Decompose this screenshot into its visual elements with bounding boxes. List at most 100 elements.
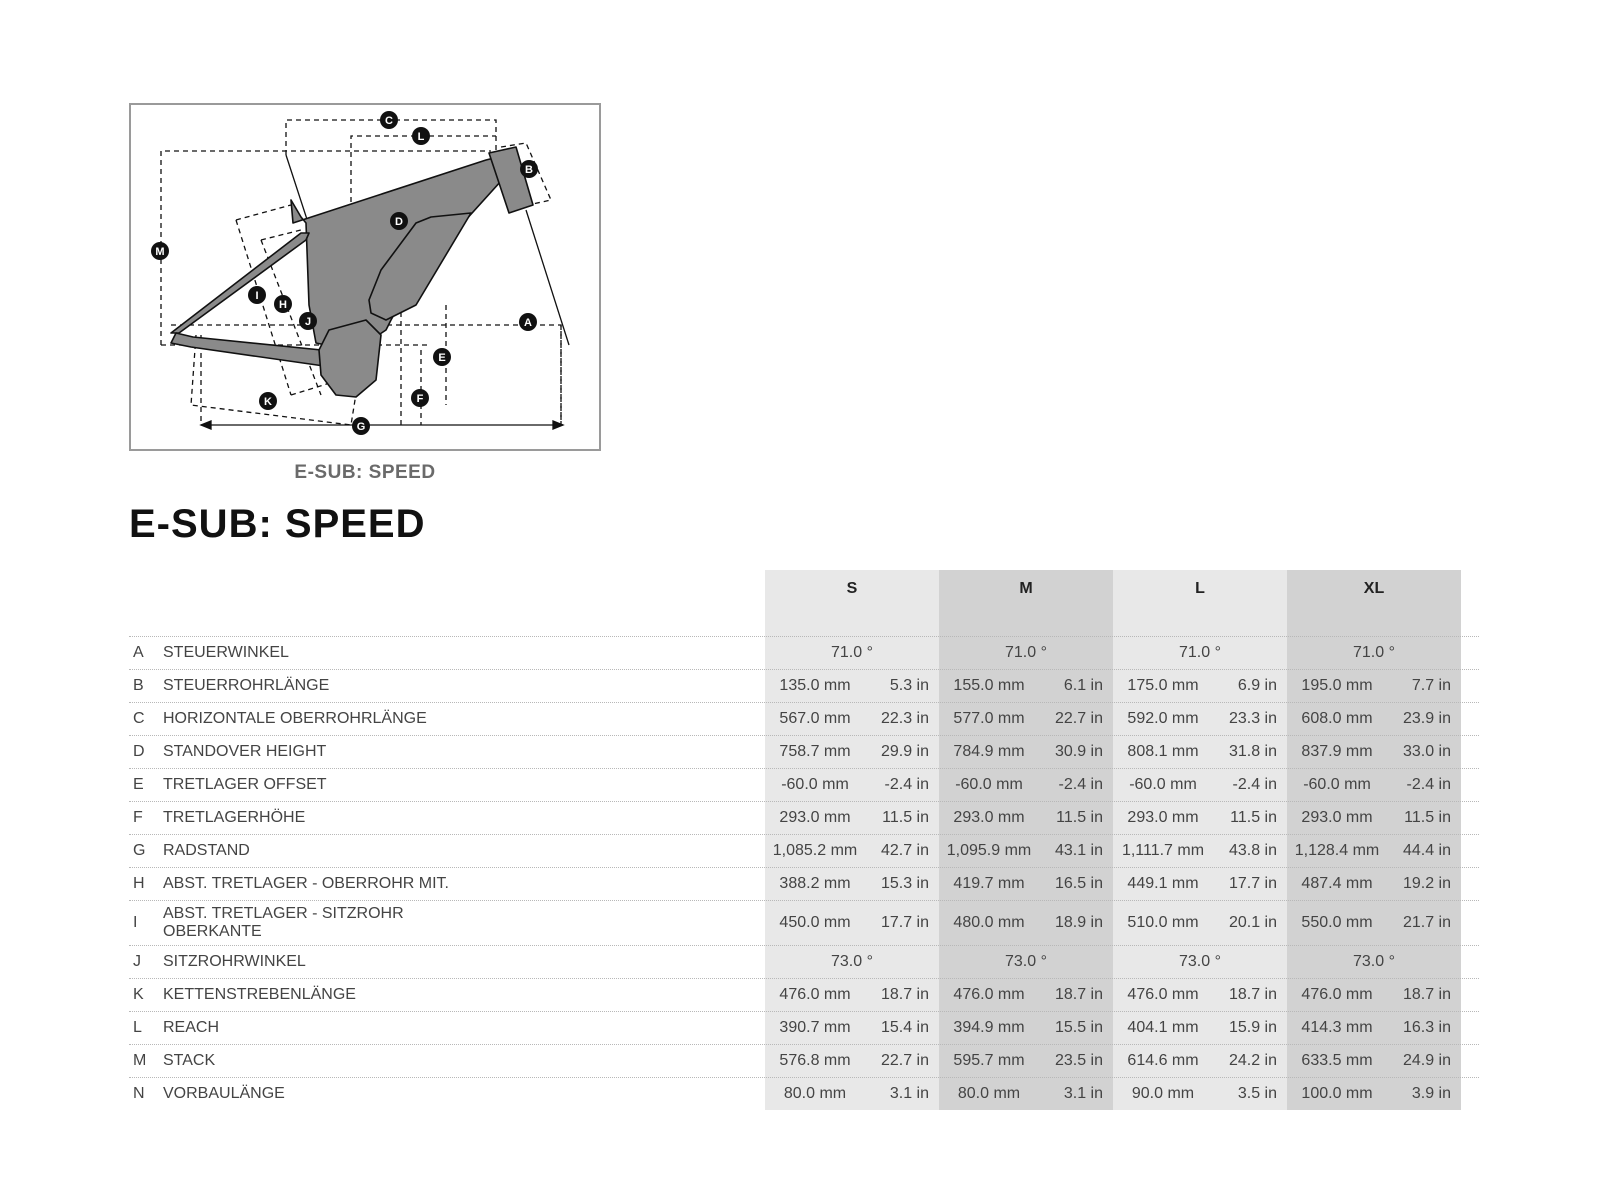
row-label: TRETLAGER OFFSET [163,776,327,793]
inch-value: 18.7 in [1228,986,1277,1003]
mm-value: 80.0 mm [957,1085,1021,1102]
table-cell: 73.0 ° [1113,946,1287,978]
table-cell: 71.0 ° [1287,637,1461,669]
row-label: ABST. TRETLAGER - OBERROHR MIT. [163,875,449,892]
table-cell: 195.0 mm 7.7 in [1287,670,1461,702]
size-header-s: S [846,580,858,597]
row-letter: H [133,875,145,892]
row-label: STACK [163,1052,216,1069]
inch-value: 5.3 in [889,677,929,694]
row-label: STANDOVER HEIGHT [163,743,327,760]
table-cell: 71.0 ° [1113,637,1287,669]
mm-value: 293.0 mm [1301,809,1373,826]
table-cell: 567.0 mm 22.3 in [765,703,939,735]
mm-value: 394.9 mm [953,1019,1025,1036]
inch-value: 18.7 in [880,986,929,1003]
inch-value: -2.4 in [1406,776,1451,793]
mm-value: 550.0 mm [1301,914,1373,931]
table-cell: 73.0 ° [765,946,939,978]
size-header-m: M [1019,580,1033,597]
mm-value: 450.0 mm [779,914,851,931]
inch-value: 6.9 in [1237,677,1277,694]
mm-value: -60.0 mm [1129,776,1197,793]
svg-text:G: G [357,421,366,433]
mm-value: 567.0 mm [779,710,851,727]
svg-text:J: J [305,316,311,328]
mm-value: 510.0 mm [1127,914,1199,931]
table-cell: 476.0 mm 18.7 in [1287,979,1461,1011]
size-header-row: S M L XL [129,570,1479,636]
mm-value: 1,111.7 mm [1121,842,1205,859]
page-title: E-SUB: SPEED [129,502,426,546]
mm-value: 195.0 mm [1301,677,1373,694]
angle-value: 73.0 ° [1005,953,1047,970]
mm-value: 633.5 mm [1301,1052,1373,1069]
inch-value: 19.2 in [1402,875,1451,892]
inch-value: 3.9 in [1411,1085,1451,1102]
mm-value: 1,095.9 mm [946,842,1032,859]
inch-value: 3.5 in [1237,1085,1277,1102]
mm-value: 476.0 mm [1301,986,1373,1003]
table-cell: 155.0 mm 6.1 in [939,670,1113,702]
inch-value: 18.7 in [1402,986,1451,1003]
svg-text:B: B [525,164,533,176]
mm-value: 758.7 mm [779,743,851,760]
svg-text:H: H [279,299,287,311]
inch-value: -2.4 in [1232,776,1277,793]
row-label: SITZROHRWINKEL [163,953,306,970]
marker-c: C [380,111,398,129]
row-label: REACH [163,1019,220,1036]
svg-text:C: C [385,115,393,127]
size-header-l: L [1195,580,1205,597]
mm-value: 487.4 mm [1301,875,1373,892]
angle-value: 71.0 ° [1005,644,1047,661]
angle-value: 71.0 ° [831,644,873,661]
inch-value: 22.7 in [1054,710,1103,727]
svg-text:D: D [395,216,403,228]
frame-geometry-svg: C L B D M I H J A E F K G [151,111,570,435]
mm-value: 592.0 mm [1127,710,1199,727]
inch-value: 31.8 in [1228,743,1277,760]
size-header-xl: XL [1363,580,1385,597]
inch-value: 6.1 in [1063,677,1103,694]
angle-value: 73.0 ° [831,953,873,970]
inch-value: 30.9 in [1054,743,1103,760]
inch-value: 23.9 in [1402,710,1451,727]
row-letter: M [133,1052,147,1069]
mm-value: 614.6 mm [1127,1052,1199,1069]
table-cell: -60.0 mm-2.4 in [939,769,1113,801]
mm-value: 293.0 mm [1127,809,1199,826]
inch-value: 7.7 in [1411,677,1451,694]
mm-value: 414.3 mm [1301,1019,1373,1036]
inch-value: 43.1 in [1054,842,1103,859]
svg-text:I: I [255,290,258,302]
mm-value: 155.0 mm [953,677,1025,694]
table-cell: 73.0 ° [1287,946,1461,978]
mm-value: 449.1 mm [1127,875,1199,892]
mm-value: 837.9 mm [1301,743,1373,760]
inch-value: 16.5 in [1054,875,1103,892]
inch-value: 11.5 in [882,809,929,826]
inch-value: 22.3 in [880,710,929,727]
row-letter: I [133,914,138,931]
inch-value: 3.1 in [1063,1085,1103,1102]
